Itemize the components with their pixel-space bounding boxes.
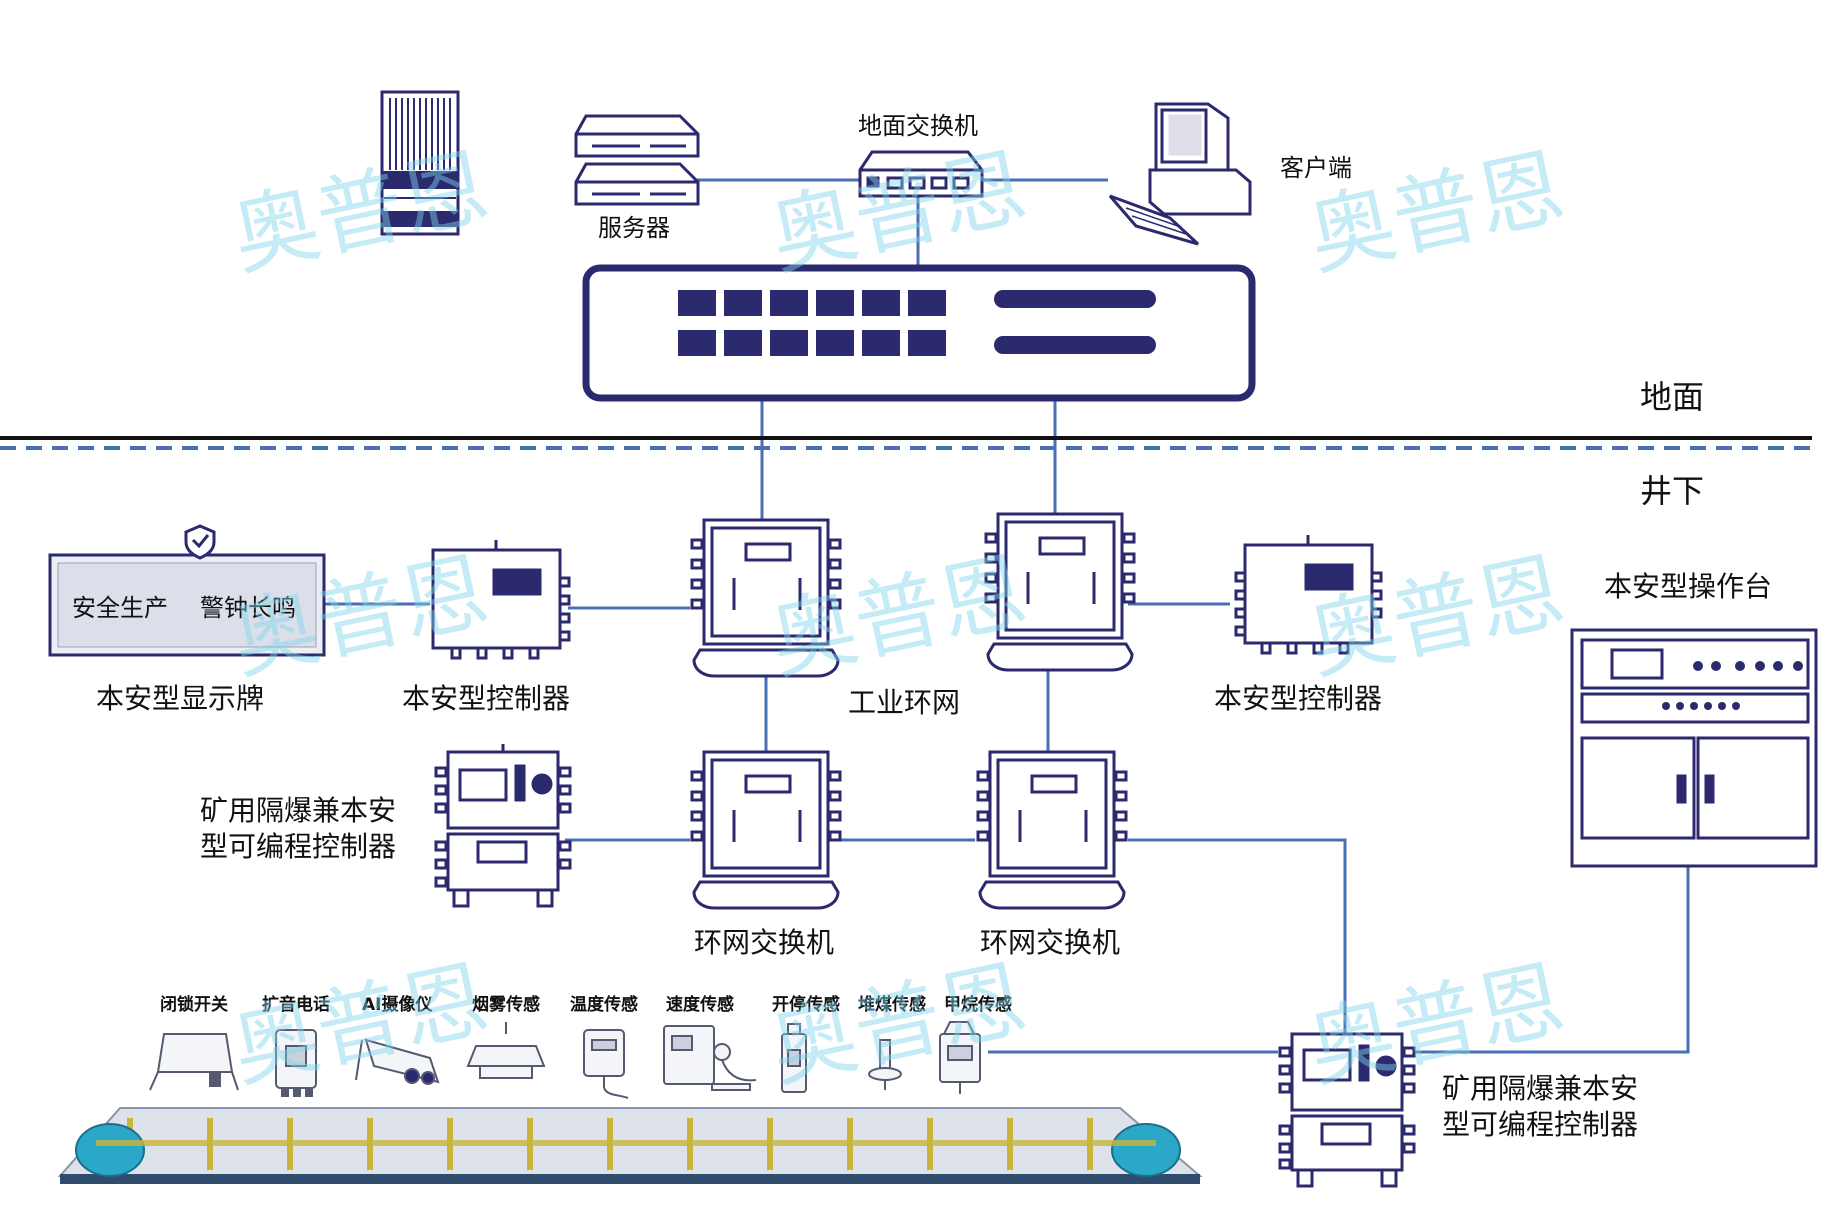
ring-switch-a-icon: [690, 518, 842, 678]
server-icon: [574, 114, 700, 206]
pa-phone-icon: [275, 1029, 317, 1097]
console-label: 本安型操作台: [1604, 570, 1772, 603]
sensor-icons: [149, 1021, 981, 1099]
ring-switch-left-label: 环网交换机: [694, 926, 834, 959]
plc-right-label-line1: 矿用隔爆兼本安: [1442, 1072, 1638, 1105]
display-board-icon: [48, 524, 326, 657]
sensor-label-pa-phone: 扩音电话: [262, 994, 330, 1015]
methane-sensor-icon: [939, 1021, 981, 1094]
ground-label: 地面: [1640, 378, 1704, 416]
sensor-label-coal-pile: 堆煤传感: [858, 994, 926, 1015]
client-label: 客户端: [1280, 154, 1352, 182]
temperature-sensor-icon: [583, 1029, 629, 1099]
client-computer-icon: [1108, 102, 1252, 246]
plc-left-label-line2: 型可编程控制器: [200, 830, 396, 863]
link-console-plc-right: [1403, 866, 1690, 1054]
ring-switch-d-icon: [976, 750, 1128, 910]
plc-left-label-line1: 矿用隔爆兼本安: [200, 794, 396, 827]
server-label: 服务器: [598, 214, 670, 242]
conveyor-belt: [57, 1107, 1203, 1184]
ring-network-label: 工业环网: [848, 686, 960, 719]
underground-label: 井下: [1640, 472, 1704, 510]
ring-switch-c-icon: [690, 750, 842, 910]
smoke-sensor-icon: [466, 1022, 546, 1079]
sensor-label-temperature: 温度传感: [570, 994, 638, 1015]
ring-switch-b-icon: [984, 512, 1136, 672]
watermark-1: 奥普恩: [224, 137, 497, 288]
display-label: 本安型显示牌: [96, 682, 264, 715]
sensor-label-speed: 速度传感: [666, 994, 734, 1015]
ai-camera-icon: [355, 1038, 440, 1085]
sensor-label-lock-switch: 闭锁开关: [160, 994, 228, 1015]
coal-pile-sensor-icon: [868, 1039, 902, 1090]
controller-left-label: 本安型控制器: [402, 682, 570, 715]
plc-right-label-line2: 型可编程控制器: [1442, 1108, 1638, 1141]
sensor-labels: 闭锁开关 扩音电话 AI摄像仪 烟雾传感 温度传感 速度传感 开停传感 堆煤传感…: [160, 994, 1012, 1015]
watermark-7: 奥普恩: [224, 949, 497, 1100]
surface-switch-icon: [858, 150, 984, 198]
console-icon: [1570, 628, 1818, 868]
speed-sensor-icon: [663, 1025, 757, 1091]
controller-right-icon: [1234, 535, 1383, 655]
sensor-label-start-stop: 开停传感: [772, 994, 840, 1015]
display-text-1: 安全生产: [72, 594, 168, 622]
watermarks: 奥普恩 奥普恩 奥普恩 奥普恩 奥普恩 奥普恩 奥普恩 奥普恩 奥普恩: [224, 137, 1573, 1100]
surface-switch-label: 地面交换机: [858, 112, 978, 140]
ring-switch-right-label: 环网交换机: [980, 926, 1120, 959]
link-ring-plc-right: [1128, 838, 1347, 1040]
controller-left-icon: [431, 540, 571, 660]
plc-left-icon: [434, 744, 572, 908]
core-switch-icon: [582, 264, 1256, 402]
display-text-2: 警钟长鸣: [200, 594, 296, 622]
lock-switch-icon: [149, 1033, 239, 1091]
connection-lines: [322, 178, 1690, 1054]
controller-right-label: 本安型控制器: [1214, 682, 1382, 715]
start-stop-sensor-icon: [781, 1023, 807, 1093]
sensor-label-smoke: 烟雾传感: [472, 994, 540, 1015]
sensor-label-methane: 甲烷传感: [944, 994, 1012, 1015]
plc-right-icon: [1278, 1032, 1416, 1188]
cabinet-rack-icon: [380, 90, 460, 236]
sensor-label-ai-camera: AI摄像仪: [362, 994, 433, 1015]
